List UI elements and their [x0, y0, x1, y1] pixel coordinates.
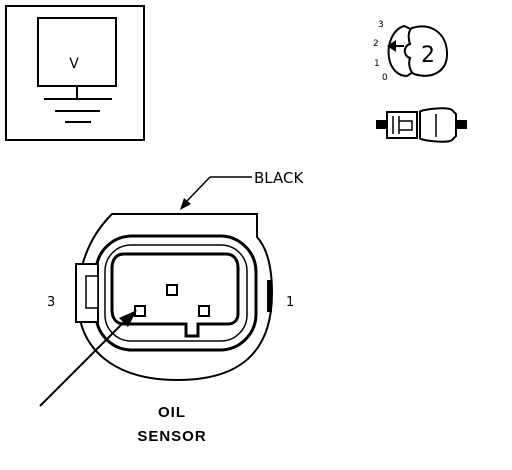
component-label-line2: SENSOR — [137, 428, 206, 445]
wire-color-callout: BLACK — [180, 169, 304, 210]
key-switch-number: 2 — [421, 43, 435, 68]
key-position-3: 3 — [378, 20, 384, 30]
key-position-1: 1 — [374, 59, 380, 69]
pin-label-right: 1 — [286, 295, 294, 310]
oil-sensor-connector — [75, 213, 274, 382]
ground-icon — [44, 86, 112, 123]
key-position-0: 0 — [382, 73, 388, 83]
meter-panel: V — [5, 5, 145, 141]
terminal-1 — [198, 305, 210, 317]
pin-label-left: 3 — [47, 295, 55, 310]
terminal-center — [166, 284, 178, 296]
leader-arrow — [39, 310, 137, 407]
connector-pair-icon — [376, 107, 467, 143]
terminal-3 — [134, 305, 146, 317]
ignition-key-icon: 3 2 1 0 2 — [373, 20, 449, 83]
wire-color-label: BLACK — [254, 169, 304, 187]
component-label-line1: OIL — [158, 404, 186, 421]
voltmeter-symbol: V — [69, 56, 79, 72]
voltmeter-icon — [37, 17, 117, 87]
key-position-2: 2 — [373, 39, 379, 49]
